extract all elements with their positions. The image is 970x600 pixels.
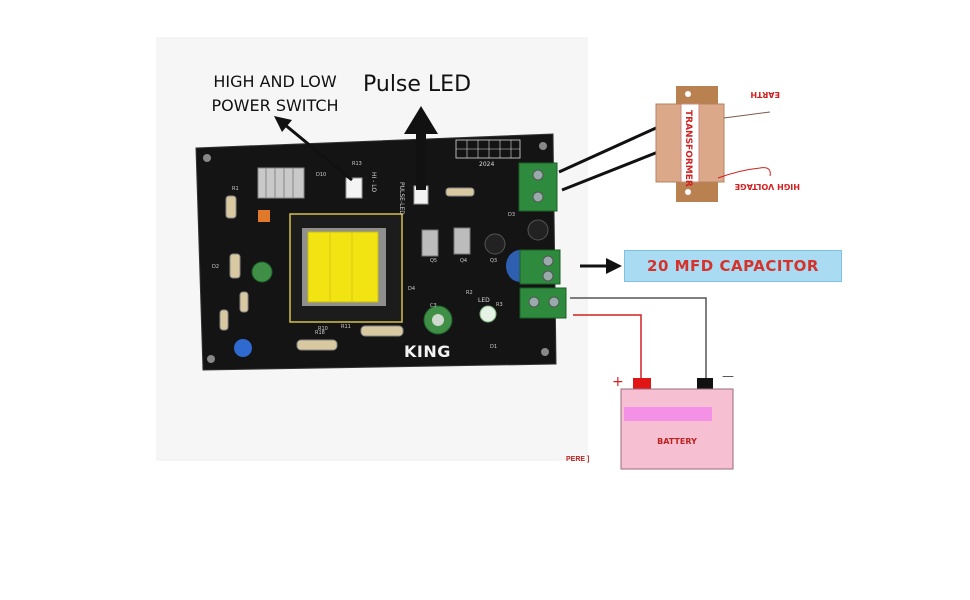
pcb-board — [195, 133, 567, 371]
high-voltage-label: HIGH VOLTAGE — [735, 182, 800, 191]
orange-potentiometer — [258, 210, 270, 222]
part-designator: D3 — [508, 212, 515, 218]
heat-sink — [257, 167, 305, 199]
pulse-led-arrow — [404, 106, 438, 190]
mount-hole — [203, 154, 211, 162]
battery-positive-terminal — [633, 378, 651, 390]
transformer-wire — [561, 150, 659, 192]
part-designator: R11 — [341, 324, 351, 330]
hi-lo-switch[interactable] — [345, 177, 363, 199]
part-designator: R13 — [352, 161, 362, 167]
mount-hole — [539, 142, 547, 150]
part-designator: D4 — [408, 286, 415, 292]
external-transformer — [655, 86, 771, 202]
battery-positive-wire — [573, 314, 642, 380]
photo-border — [156, 37, 588, 461]
part-designator: Q5 — [430, 258, 437, 264]
battery-label: BATTERY — [657, 437, 697, 446]
part-designator: Q3 — [490, 258, 497, 264]
battery — [620, 378, 734, 470]
pulse-led-silk: PULSE-LED — [398, 182, 405, 215]
capacitor-top — [432, 314, 444, 326]
transformer-wire — [558, 126, 657, 174]
transformer-label: TRANSFORMER — [683, 110, 693, 187]
part-designator: R18 — [315, 330, 325, 336]
part-designator: R2 — [466, 290, 473, 296]
mount-hole — [541, 348, 549, 356]
led-silk: LED — [478, 297, 490, 304]
transistor-q4 — [453, 227, 471, 255]
electrolytic-capacitor — [251, 261, 273, 283]
mount-hole — [207, 355, 215, 363]
board-year: 2024 — [479, 161, 494, 168]
part-designator: R1 — [232, 186, 239, 192]
part-designator: C3 — [430, 303, 437, 309]
part-designator: Q4 — [460, 258, 467, 264]
terminal-block-bottom — [519, 287, 567, 319]
hi-lo-silk: HI - LO — [370, 172, 377, 192]
part-designator: D2 — [212, 264, 219, 270]
transistor-q3 — [484, 233, 506, 255]
part-designator: R10 — [318, 326, 328, 332]
part-designator: R3 — [496, 302, 503, 308]
capacitor-label: 20 MFD CAPACITOR — [647, 257, 819, 275]
board-brand: KING — [404, 342, 451, 361]
earth-label: EARTH — [750, 90, 780, 99]
part-designator: D1 — [490, 344, 497, 350]
power-switch-label-line2: POWER SWITCH — [211, 96, 339, 115]
pcb-transformer — [289, 213, 403, 323]
ampere-fragment: PERE ] — [566, 456, 590, 463]
battery-stripe — [624, 407, 712, 421]
board-led — [479, 305, 497, 323]
blue-trimmer — [234, 339, 252, 357]
pulse-led-label: Pulse LED — [363, 72, 472, 97]
battery-body — [620, 388, 734, 470]
transistor-q5 — [421, 229, 439, 257]
battery-plus-sign: + — [612, 374, 624, 390]
switch-arrow — [274, 116, 353, 182]
diode-d3 — [527, 219, 549, 241]
capacitor-callout: 20 MFD CAPACITOR — [624, 250, 842, 282]
power-switch-label: HIGH AND LOW POWER SWITCH — [200, 70, 350, 118]
power-switch-label-line1: HIGH AND LOW — [213, 72, 337, 91]
battery-negative-terminal — [697, 378, 713, 390]
terminal-block-mid — [519, 249, 561, 285]
silk-grid — [455, 139, 521, 159]
terminal-block-top — [518, 162, 558, 212]
resistors — [219, 187, 475, 351]
battery-negative-wire — [570, 297, 707, 380]
part-designator: D10 — [316, 172, 326, 178]
battery-minus-sign: — — [722, 369, 734, 383]
capacitor-arrow — [580, 258, 622, 274]
